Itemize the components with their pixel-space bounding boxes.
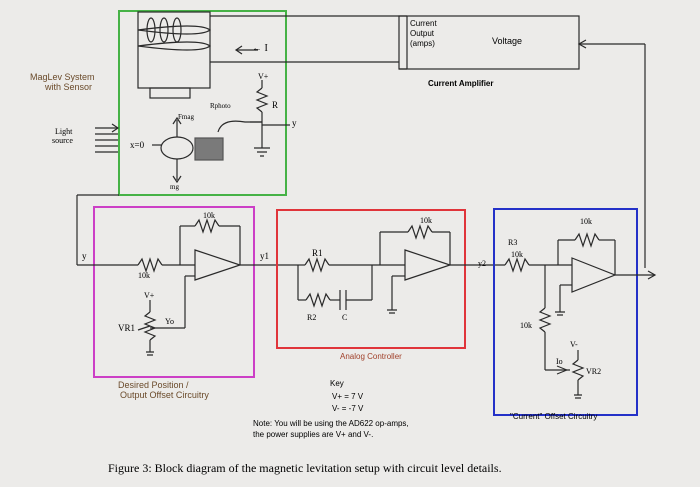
mg-label: mg <box>170 183 179 191</box>
key-title: Key <box>330 379 344 388</box>
capacitor-c <box>339 290 347 310</box>
r1-resistor <box>304 257 330 273</box>
y1-label: y1 <box>260 251 269 261</box>
vplus-maglev: V+ <box>258 72 269 81</box>
amp-current-label: Current <box>410 19 437 28</box>
r1-label: R1 <box>312 248 323 258</box>
opamp-analog <box>404 249 452 281</box>
fmag-label: Fmag <box>178 113 194 121</box>
note-line-2: the power supplies are V+ and V-. <box>253 430 374 439</box>
opamp-desired <box>194 249 242 281</box>
desired-r-in: 10k <box>138 271 150 280</box>
figure-caption: Figure 3: Block diagram of the magnetic … <box>108 461 502 475</box>
maglev-system-box <box>118 10 287 196</box>
offset-r-left: 10k <box>520 321 532 330</box>
r-in-desired <box>137 257 163 273</box>
desired-r-top: 10k <box>203 211 215 220</box>
levitated-magnet <box>160 116 224 184</box>
key-vminus: V- = -7 V <box>332 404 364 413</box>
desired-caption-2: Output Offset Circuitry <box>120 390 209 400</box>
r3-resistor <box>504 257 530 273</box>
key-vplus: V+ = 7 V <box>332 392 364 401</box>
vr2-potentiometer <box>571 359 585 381</box>
vr2-label: VR2 <box>586 367 602 376</box>
io-label: Io <box>556 357 563 366</box>
analog-controller-box <box>276 209 466 349</box>
offset-vminus: V- <box>570 340 578 349</box>
maglev-subtitle: with Sensor <box>45 82 93 92</box>
offset-r-top: 10k <box>580 217 592 226</box>
desired-vplus: V+ <box>144 291 155 300</box>
r-top-analog <box>407 224 433 240</box>
desired-y-label: y <box>82 251 87 261</box>
analog-caption: Analog Controller <box>340 352 402 361</box>
rphoto-label: Rphoto <box>210 102 231 110</box>
light-source-rays <box>95 123 120 153</box>
r3-value: 10k <box>511 250 523 259</box>
r-label: R <box>272 100 279 110</box>
r-top-desired <box>194 218 220 234</box>
photo-divider <box>217 80 290 157</box>
r-left-offset <box>538 307 552 333</box>
offset-caption: "Current" Offset Circuitry <box>510 412 598 421</box>
amp-voltage-label: Voltage <box>492 36 523 46</box>
current-arrowhead <box>234 45 243 55</box>
light-label: Light <box>55 127 73 136</box>
yo-label: Yo <box>165 317 174 326</box>
desired-caption-1: Desired Position / <box>118 380 189 390</box>
r3-label: R3 <box>508 238 518 247</box>
current-label: ← I <box>252 43 268 54</box>
amp-caption: Current Amplifier <box>428 79 494 88</box>
amp-amps-label: (amps) <box>410 39 435 48</box>
y2-label: y2 <box>478 259 486 268</box>
vr1-label: VR1 <box>118 323 136 333</box>
opamp-offset <box>571 257 617 293</box>
r2-resistor <box>305 292 331 308</box>
c-label: C <box>342 313 348 322</box>
amp-bracket <box>399 15 408 70</box>
analog-r-top: 10k <box>420 216 432 225</box>
note-line-1: Note: You will be using the AD622 op-amp… <box>253 419 409 428</box>
source-label: source <box>52 136 73 145</box>
x-zero-label: x=0 <box>130 140 145 150</box>
y-output-label: y <box>292 118 297 128</box>
r2-label: R2 <box>307 313 317 322</box>
electromagnet-coil <box>137 11 211 99</box>
current-amplifier-box <box>398 15 580 70</box>
r-top-offset <box>574 232 600 248</box>
desired-position-box <box>93 206 255 378</box>
offset-circuit-box <box>493 208 638 416</box>
maglev-title: MagLev System <box>30 72 95 82</box>
amp-output-label: Output <box>410 29 435 38</box>
